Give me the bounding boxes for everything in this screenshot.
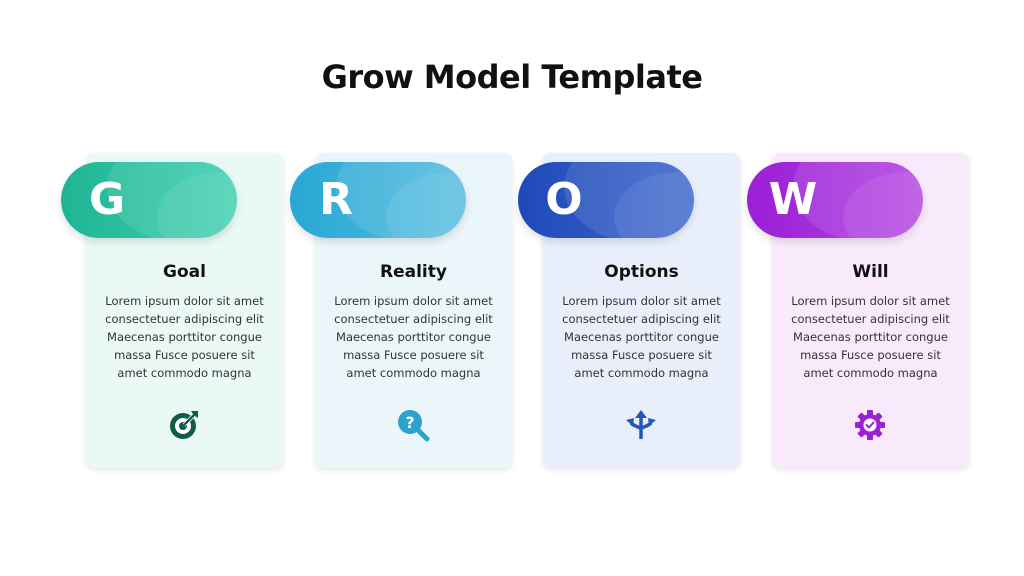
step-letter: G <box>88 174 126 225</box>
step-body: Lorem ipsum dolor sit amet consectetuer … <box>105 294 264 380</box>
target-icon <box>167 408 201 442</box>
step-heading: Reality <box>380 262 447 282</box>
gear-check-icon <box>853 408 887 442</box>
pill-wave <box>564 162 694 238</box>
search-question-icon: ? <box>396 408 430 442</box>
split-arrows-icon <box>624 408 658 442</box>
step-body: Lorem ipsum dolor sit amet consectetuer … <box>791 294 950 380</box>
step-body: Lorem ipsum dolor sit amet consectetuer … <box>562 294 721 380</box>
step-pill-options: O <box>518 162 694 238</box>
pill-wave <box>336 162 466 238</box>
step-letter: R <box>319 174 353 225</box>
step-letter: O <box>545 174 583 225</box>
step-pill-will: W <box>747 162 923 238</box>
step-pill-goal: G <box>61 162 237 238</box>
page-title: Grow Model Template <box>321 58 703 96</box>
step-body: Lorem ipsum dolor sit amet consectetuer … <box>334 294 493 380</box>
step-heading: Goal <box>163 262 206 282</box>
step-letter: W <box>768 174 818 225</box>
step-heading: Will <box>852 262 889 282</box>
pill-wave <box>107 162 237 238</box>
pill-wave <box>793 162 923 238</box>
step-heading: Options <box>604 262 679 282</box>
step-pill-reality: R <box>290 162 466 238</box>
svg-text:?: ? <box>405 413 414 432</box>
